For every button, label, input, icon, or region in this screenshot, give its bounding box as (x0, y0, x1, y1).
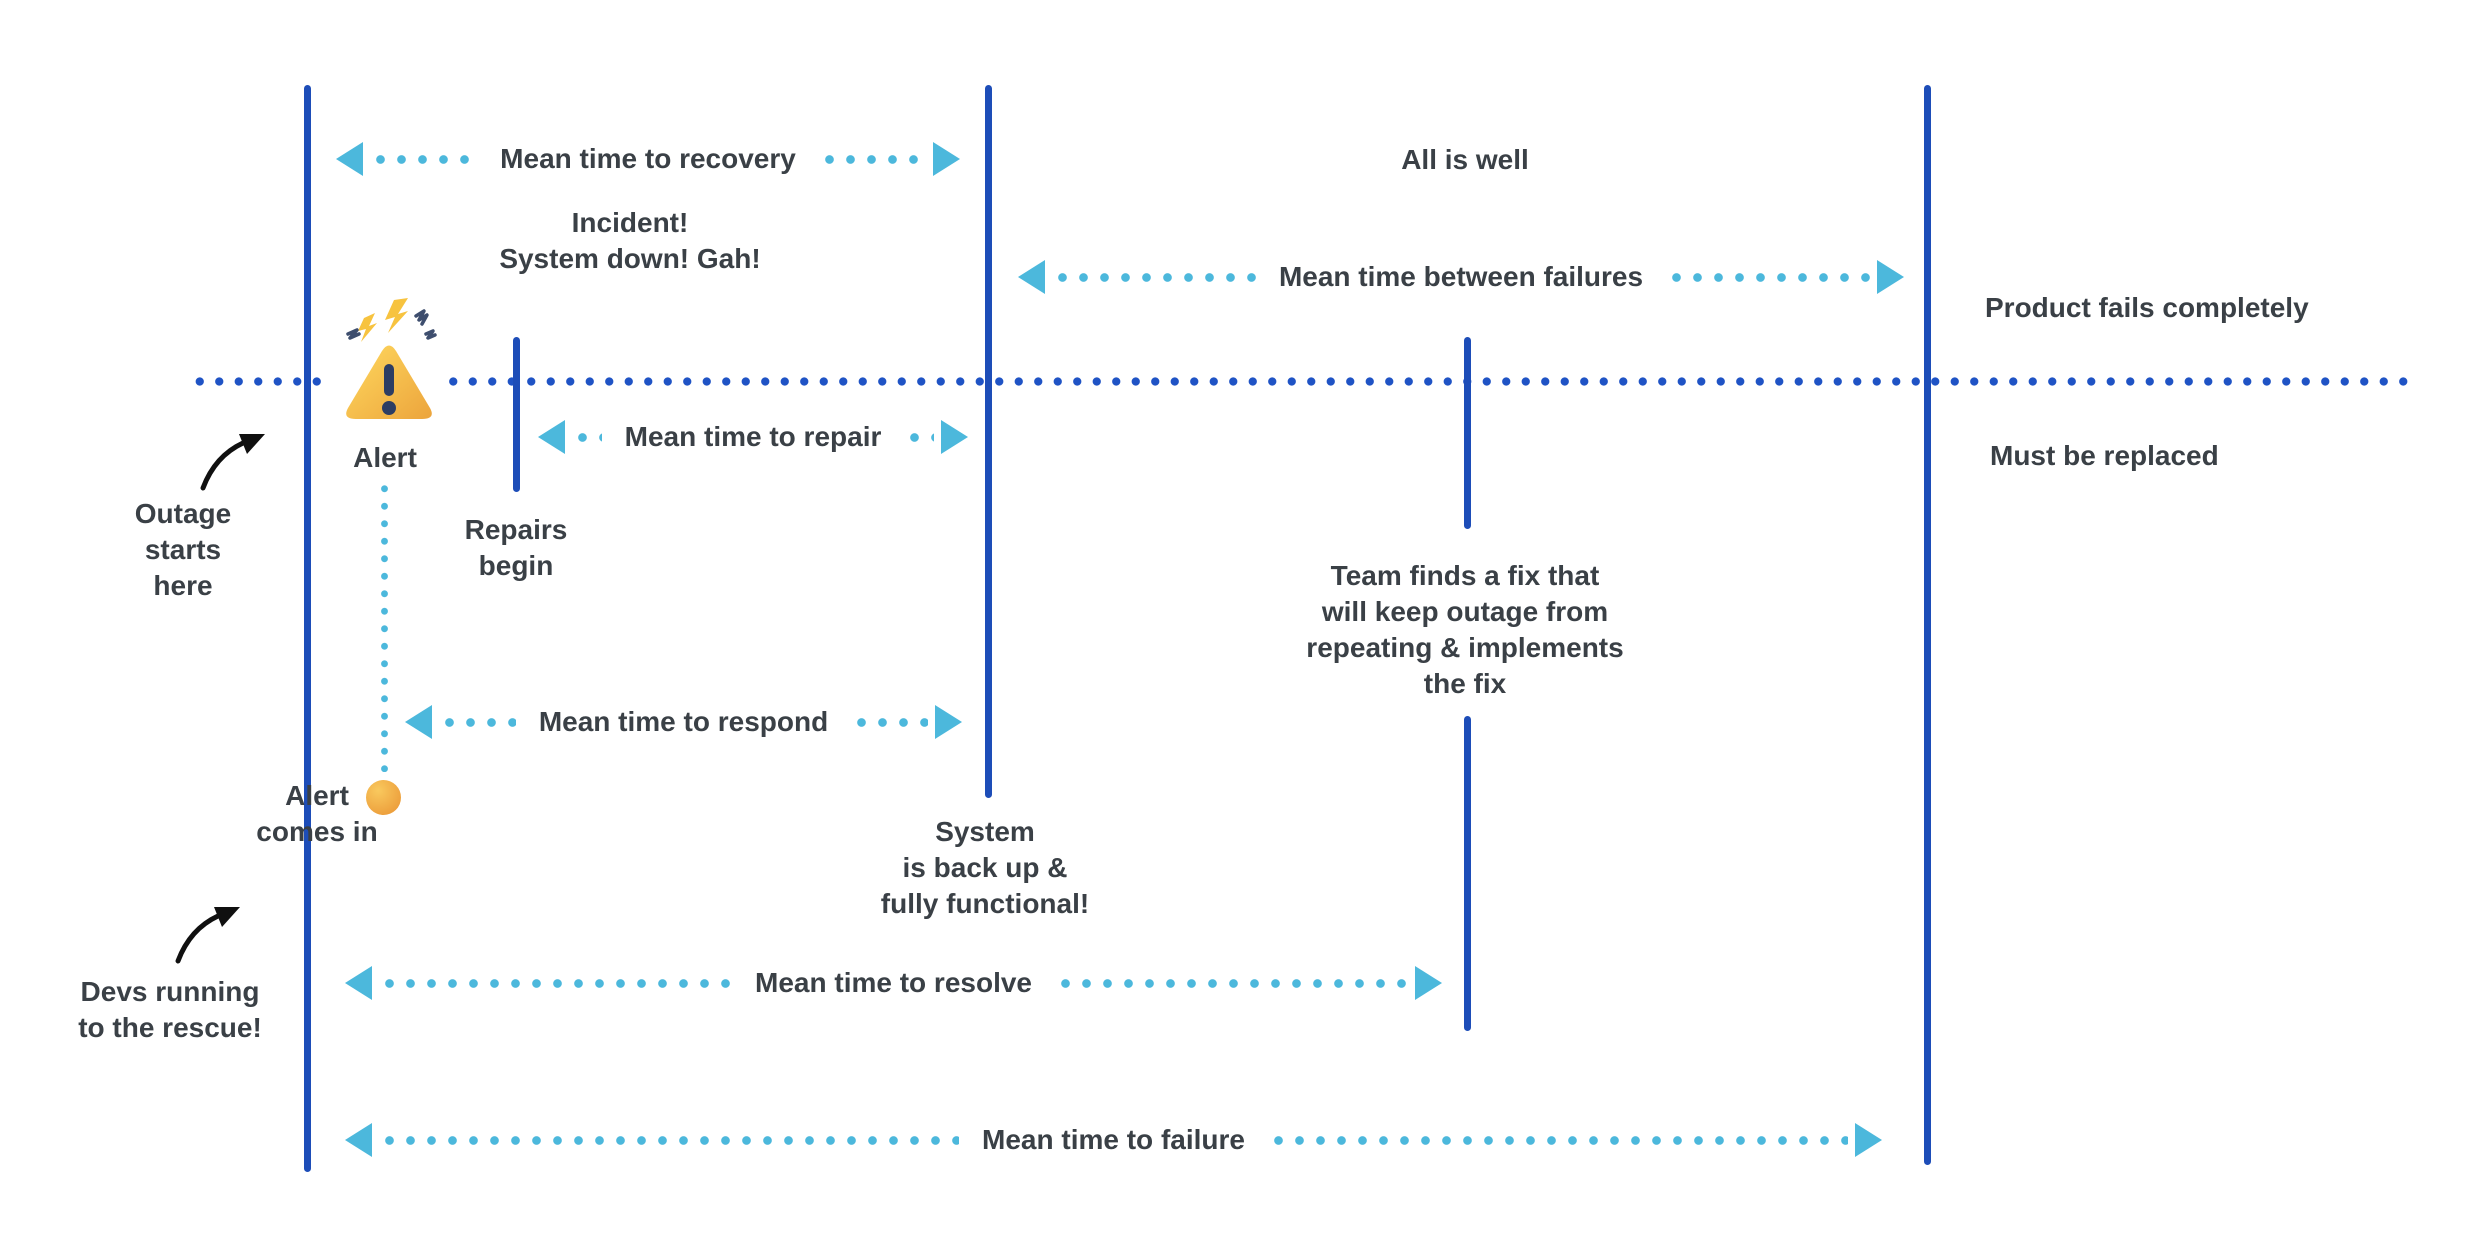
timeline-dotted-line (190, 377, 2414, 386)
dotted-segment (1052, 272, 1256, 282)
arrow-right-icon (1415, 966, 1443, 1000)
repairs-line2: begin (478, 550, 554, 581)
incident-label: Incident! System down! Gah! (499, 205, 760, 277)
dotted-segment (370, 154, 478, 164)
incident-line1: Incident! (571, 207, 689, 238)
teamfix-line2: will keep outage from (1321, 596, 1609, 627)
arrow-left-icon (336, 142, 363, 176)
mean-time-to-failure-arrow: Mean time to failure (345, 1121, 1882, 1159)
dotted-segment (439, 717, 516, 727)
sysback-line2: is back up & (902, 852, 1068, 883)
outage-line1: Outage (134, 498, 232, 529)
teamfix-line1: Team finds a fix that (1330, 560, 1600, 591)
outage-curved-arrow-icon (193, 430, 273, 499)
teamfix-line3: repeating & implements (1306, 632, 1624, 663)
alert-in-line2: comes in (256, 816, 378, 847)
arrow-label: Mean time to failure (982, 1124, 1245, 1155)
dotted-segment (379, 1135, 960, 1145)
outage-line2: starts (144, 534, 222, 565)
alert-in-line1: Alert (285, 780, 349, 811)
sysback-line3: fully functional! (880, 888, 1090, 919)
arrow-right-icon (933, 142, 961, 176)
arrow-left-icon (1018, 260, 1045, 294)
product-fails-line (1924, 85, 1931, 1165)
arrow-label: Mean time between failures (1278, 261, 1644, 292)
outage-starts-here-label: Outage starts here (135, 496, 231, 604)
devs-running-label: Devs running to the rescue! (78, 974, 262, 1046)
team-fix-line-lower (1464, 716, 1471, 1031)
team-fix-line-upper (1464, 337, 1471, 529)
alert-comes-in-label: Alert comes in (256, 778, 377, 850)
arrow-right-icon (935, 705, 962, 739)
arrow-label: Mean time to repair (624, 421, 882, 452)
arrow-right-icon (1855, 1123, 1882, 1157)
arrow-label: Mean time to respond (538, 706, 829, 737)
dotted-segment (1666, 272, 1871, 282)
dotted-segment (1055, 978, 1409, 988)
system-back-up-label: System is back up & fully functional! (881, 814, 1089, 922)
team-fix-label: Team finds a fix that will keep outage f… (1306, 558, 1623, 702)
devs-line2: to the rescue! (78, 1012, 262, 1043)
outage-line3: here (153, 570, 213, 601)
dotted-segment (572, 432, 602, 442)
mean-time-to-resolve-arrow: Mean time to resolve (345, 964, 1443, 1002)
arrow-right-icon (1877, 260, 1905, 294)
repairs-begin-line (513, 337, 520, 492)
dotted-segment (379, 978, 733, 988)
arrow-left-icon (538, 420, 565, 454)
all-is-well-label: All is well (1401, 144, 1529, 175)
mean-time-to-respond-arrow: Mean time to respond (405, 703, 962, 741)
alert-dot-icon (366, 780, 401, 815)
dotted-segment (1267, 1135, 1848, 1145)
product-fails-label: Product fails completely (1985, 292, 2309, 323)
dotted-segment (904, 432, 935, 442)
system-back-up-line (985, 85, 992, 798)
alert-dotted-line (381, 480, 388, 772)
devs-curved-arrow-icon (168, 903, 248, 972)
mean-time-to-repair-arrow: Mean time to repair (538, 418, 969, 456)
mean-time-between-failures-arrow: Mean time between failures (1018, 258, 1905, 296)
arrow-left-icon (345, 966, 372, 1000)
must-be-replaced-label: Must be replaced (1990, 440, 2219, 471)
warning-triangle-icon (332, 298, 446, 424)
dotted-segment (851, 717, 928, 727)
alert-label: Alert (353, 442, 417, 473)
arrow-left-icon (405, 705, 432, 739)
arrow-label: Mean time to recovery (500, 143, 796, 174)
outage-start-line (304, 85, 311, 1172)
arrow-left-icon (345, 1123, 372, 1157)
repairs-begin-label: Repairs begin (465, 512, 568, 584)
repairs-line1: Repairs (464, 514, 568, 545)
arrow-right-icon (941, 420, 969, 454)
devs-line1: Devs running (80, 976, 260, 1007)
sysback-line1: System (935, 816, 1035, 847)
dotted-segment (818, 154, 927, 164)
teamfix-line4: the fix (1423, 668, 1507, 699)
mean-time-to-recovery-arrow: Mean time to recovery (336, 140, 961, 178)
incident-line2: System down! Gah! (499, 243, 761, 274)
arrow-label: Mean time to resolve (755, 967, 1032, 998)
